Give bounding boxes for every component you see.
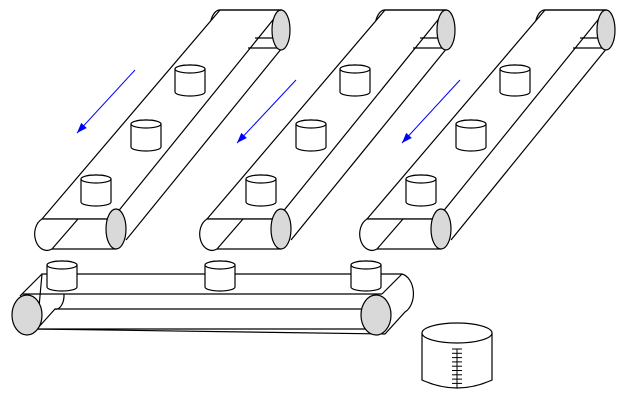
front-roller bbox=[430, 208, 452, 250]
cup bbox=[405, 174, 437, 207]
cup bbox=[204, 260, 236, 292]
cup-top bbox=[499, 64, 531, 74]
belt-right-edge bbox=[125, 47, 283, 241]
arrow-head bbox=[237, 132, 247, 143]
cup bbox=[46, 260, 78, 292]
cup bbox=[80, 174, 112, 207]
left-roller bbox=[11, 294, 43, 336]
cup-top bbox=[339, 64, 371, 74]
belt-front-wrap bbox=[359, 218, 442, 252]
horizontal-conveyor bbox=[11, 260, 414, 336]
cup bbox=[339, 64, 371, 97]
arrow-head bbox=[402, 132, 412, 143]
cup-top bbox=[130, 119, 162, 129]
belt-right-edge bbox=[290, 47, 448, 241]
belt-front-wrap bbox=[34, 218, 117, 252]
cup bbox=[499, 64, 531, 97]
cup bbox=[174, 64, 206, 97]
cup-top bbox=[245, 174, 277, 184]
inclined-conveyor bbox=[359, 9, 616, 252]
belt-wrap-line bbox=[51, 218, 79, 250]
right-roller bbox=[360, 294, 392, 336]
cup-top bbox=[350, 260, 382, 270]
cup-top bbox=[405, 174, 437, 184]
cup bbox=[350, 260, 382, 292]
cup-top bbox=[455, 119, 487, 129]
belt-front-wrap bbox=[199, 218, 282, 252]
belt-wrap-line bbox=[36, 293, 65, 330]
belt-wrap-line bbox=[376, 218, 404, 250]
cup bbox=[295, 119, 327, 152]
back-roller bbox=[271, 9, 291, 51]
inclined-conveyor bbox=[199, 9, 456, 252]
arrow-head bbox=[77, 122, 87, 133]
cup-top bbox=[80, 174, 112, 184]
cup bbox=[130, 119, 162, 152]
arrow-shaft bbox=[76, 69, 136, 134]
beaker-rim bbox=[421, 322, 493, 344]
cup-top bbox=[46, 260, 78, 270]
belt-right-edge bbox=[450, 47, 608, 241]
cup bbox=[455, 119, 487, 152]
inclined-conveyor bbox=[34, 9, 291, 252]
belt-left-edge bbox=[19, 273, 43, 297]
cup-top bbox=[174, 64, 206, 74]
direction-arrow bbox=[236, 79, 297, 144]
back-roller bbox=[436, 9, 456, 51]
front-roller bbox=[105, 208, 127, 250]
cup-top bbox=[204, 260, 236, 270]
inclined-conveyors bbox=[34, 9, 616, 252]
belt-surface bbox=[36, 273, 414, 335]
arrow-shaft bbox=[236, 79, 297, 144]
beaker bbox=[421, 322, 493, 389]
belt-wrap-line bbox=[216, 218, 244, 250]
front-roller bbox=[270, 208, 292, 250]
direction-arrow bbox=[401, 79, 461, 144]
arrow-shaft bbox=[401, 79, 461, 144]
cup-top bbox=[295, 119, 327, 129]
direction-arrow bbox=[76, 69, 136, 134]
belt-right-edge bbox=[381, 273, 403, 295]
back-roller bbox=[596, 9, 616, 51]
cup bbox=[245, 174, 277, 207]
